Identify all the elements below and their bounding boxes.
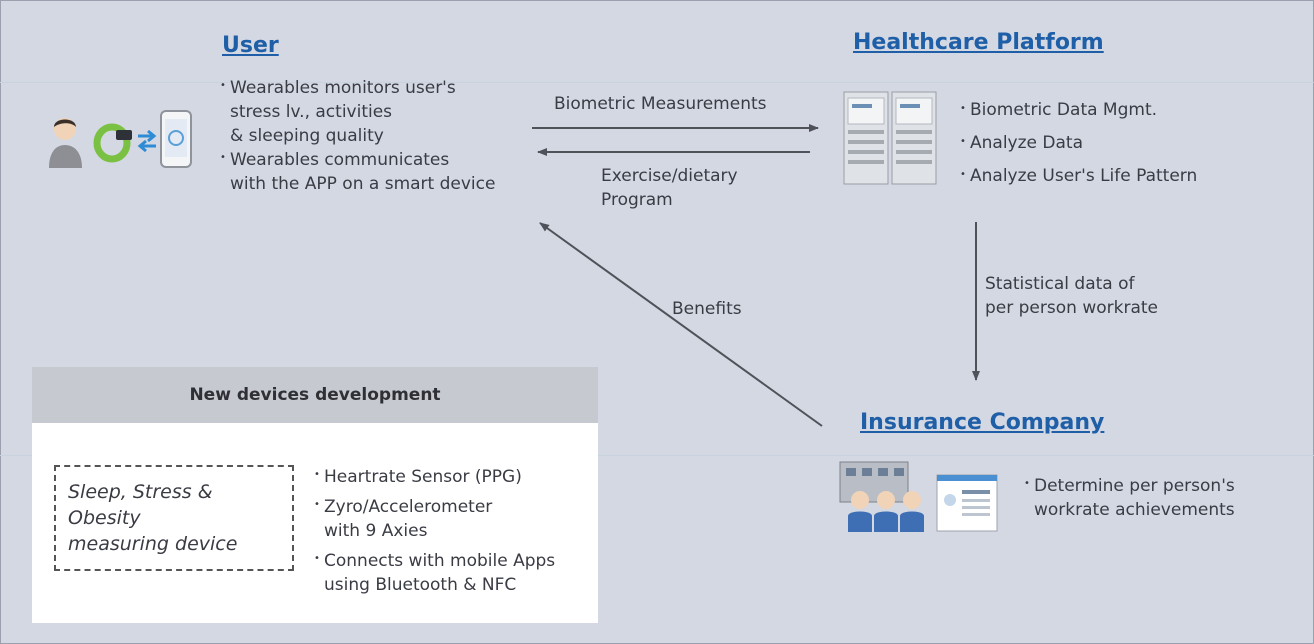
insurance-bullets: Determine per person's workrate achievem…	[1024, 472, 1235, 522]
scan-stripe	[0, 82, 1314, 83]
office-building-icon	[839, 461, 924, 532]
program-label: Exercise/dietary Program	[601, 166, 738, 210]
platform-bullet: Analyze Data	[960, 125, 1197, 160]
device-name: Sleep, Stress & Obesity measuring device	[68, 481, 238, 555]
person-icon	[49, 118, 82, 168]
platform-title: Healthcare Platform	[853, 30, 1104, 55]
devices-heading: New devices development	[32, 367, 598, 423]
user-bullet: Wearables communicates with the APP on a…	[220, 146, 495, 196]
devices-panel: New devices development Sleep, Stress & …	[32, 367, 598, 623]
insurance-title: Insurance Company	[860, 410, 1105, 435]
user-title: User	[222, 33, 279, 58]
device-features: Heartrate Sensor (PPG) Zyro/Acceleromete…	[314, 463, 555, 597]
user-bullets: Wearables monitors user's stress lv., ac…	[220, 74, 495, 196]
arrow-insurance-to-user	[539, 222, 823, 427]
device-feature: Zyro/Accelerometer with 9 Axies	[314, 493, 555, 543]
document-icon	[936, 474, 998, 532]
user-bullet: Wearables monitors user's stress lv., ac…	[220, 74, 495, 148]
wristband-icon	[93, 123, 132, 163]
server-icon	[843, 91, 937, 185]
platform-bullet: Biometric Data Mgmt.	[960, 92, 1197, 127]
smartphone-icon	[160, 110, 192, 168]
platform-bullet: Analyze User's Life Pattern	[960, 158, 1197, 193]
biometric-label: Biometric Measurements	[554, 94, 767, 114]
scan-stripe	[0, 455, 1314, 456]
device-name-box: Sleep, Stress & Obesity measuring device	[54, 465, 294, 571]
device-feature: Heartrate Sensor (PPG)	[314, 463, 555, 489]
benefits-label: Benefits	[672, 299, 742, 319]
sync-arrows-icon	[137, 129, 157, 153]
people-icon	[848, 491, 924, 532]
insurance-bullet: Determine per person's workrate achievem…	[1024, 472, 1235, 522]
device-feature: Connects with mobile Apps using Bluetoot…	[314, 547, 555, 597]
statistical-label: Statistical data of per person workrate	[985, 274, 1158, 318]
platform-bullets: Biometric Data Mgmt. Analyze Data Analyz…	[960, 92, 1197, 193]
